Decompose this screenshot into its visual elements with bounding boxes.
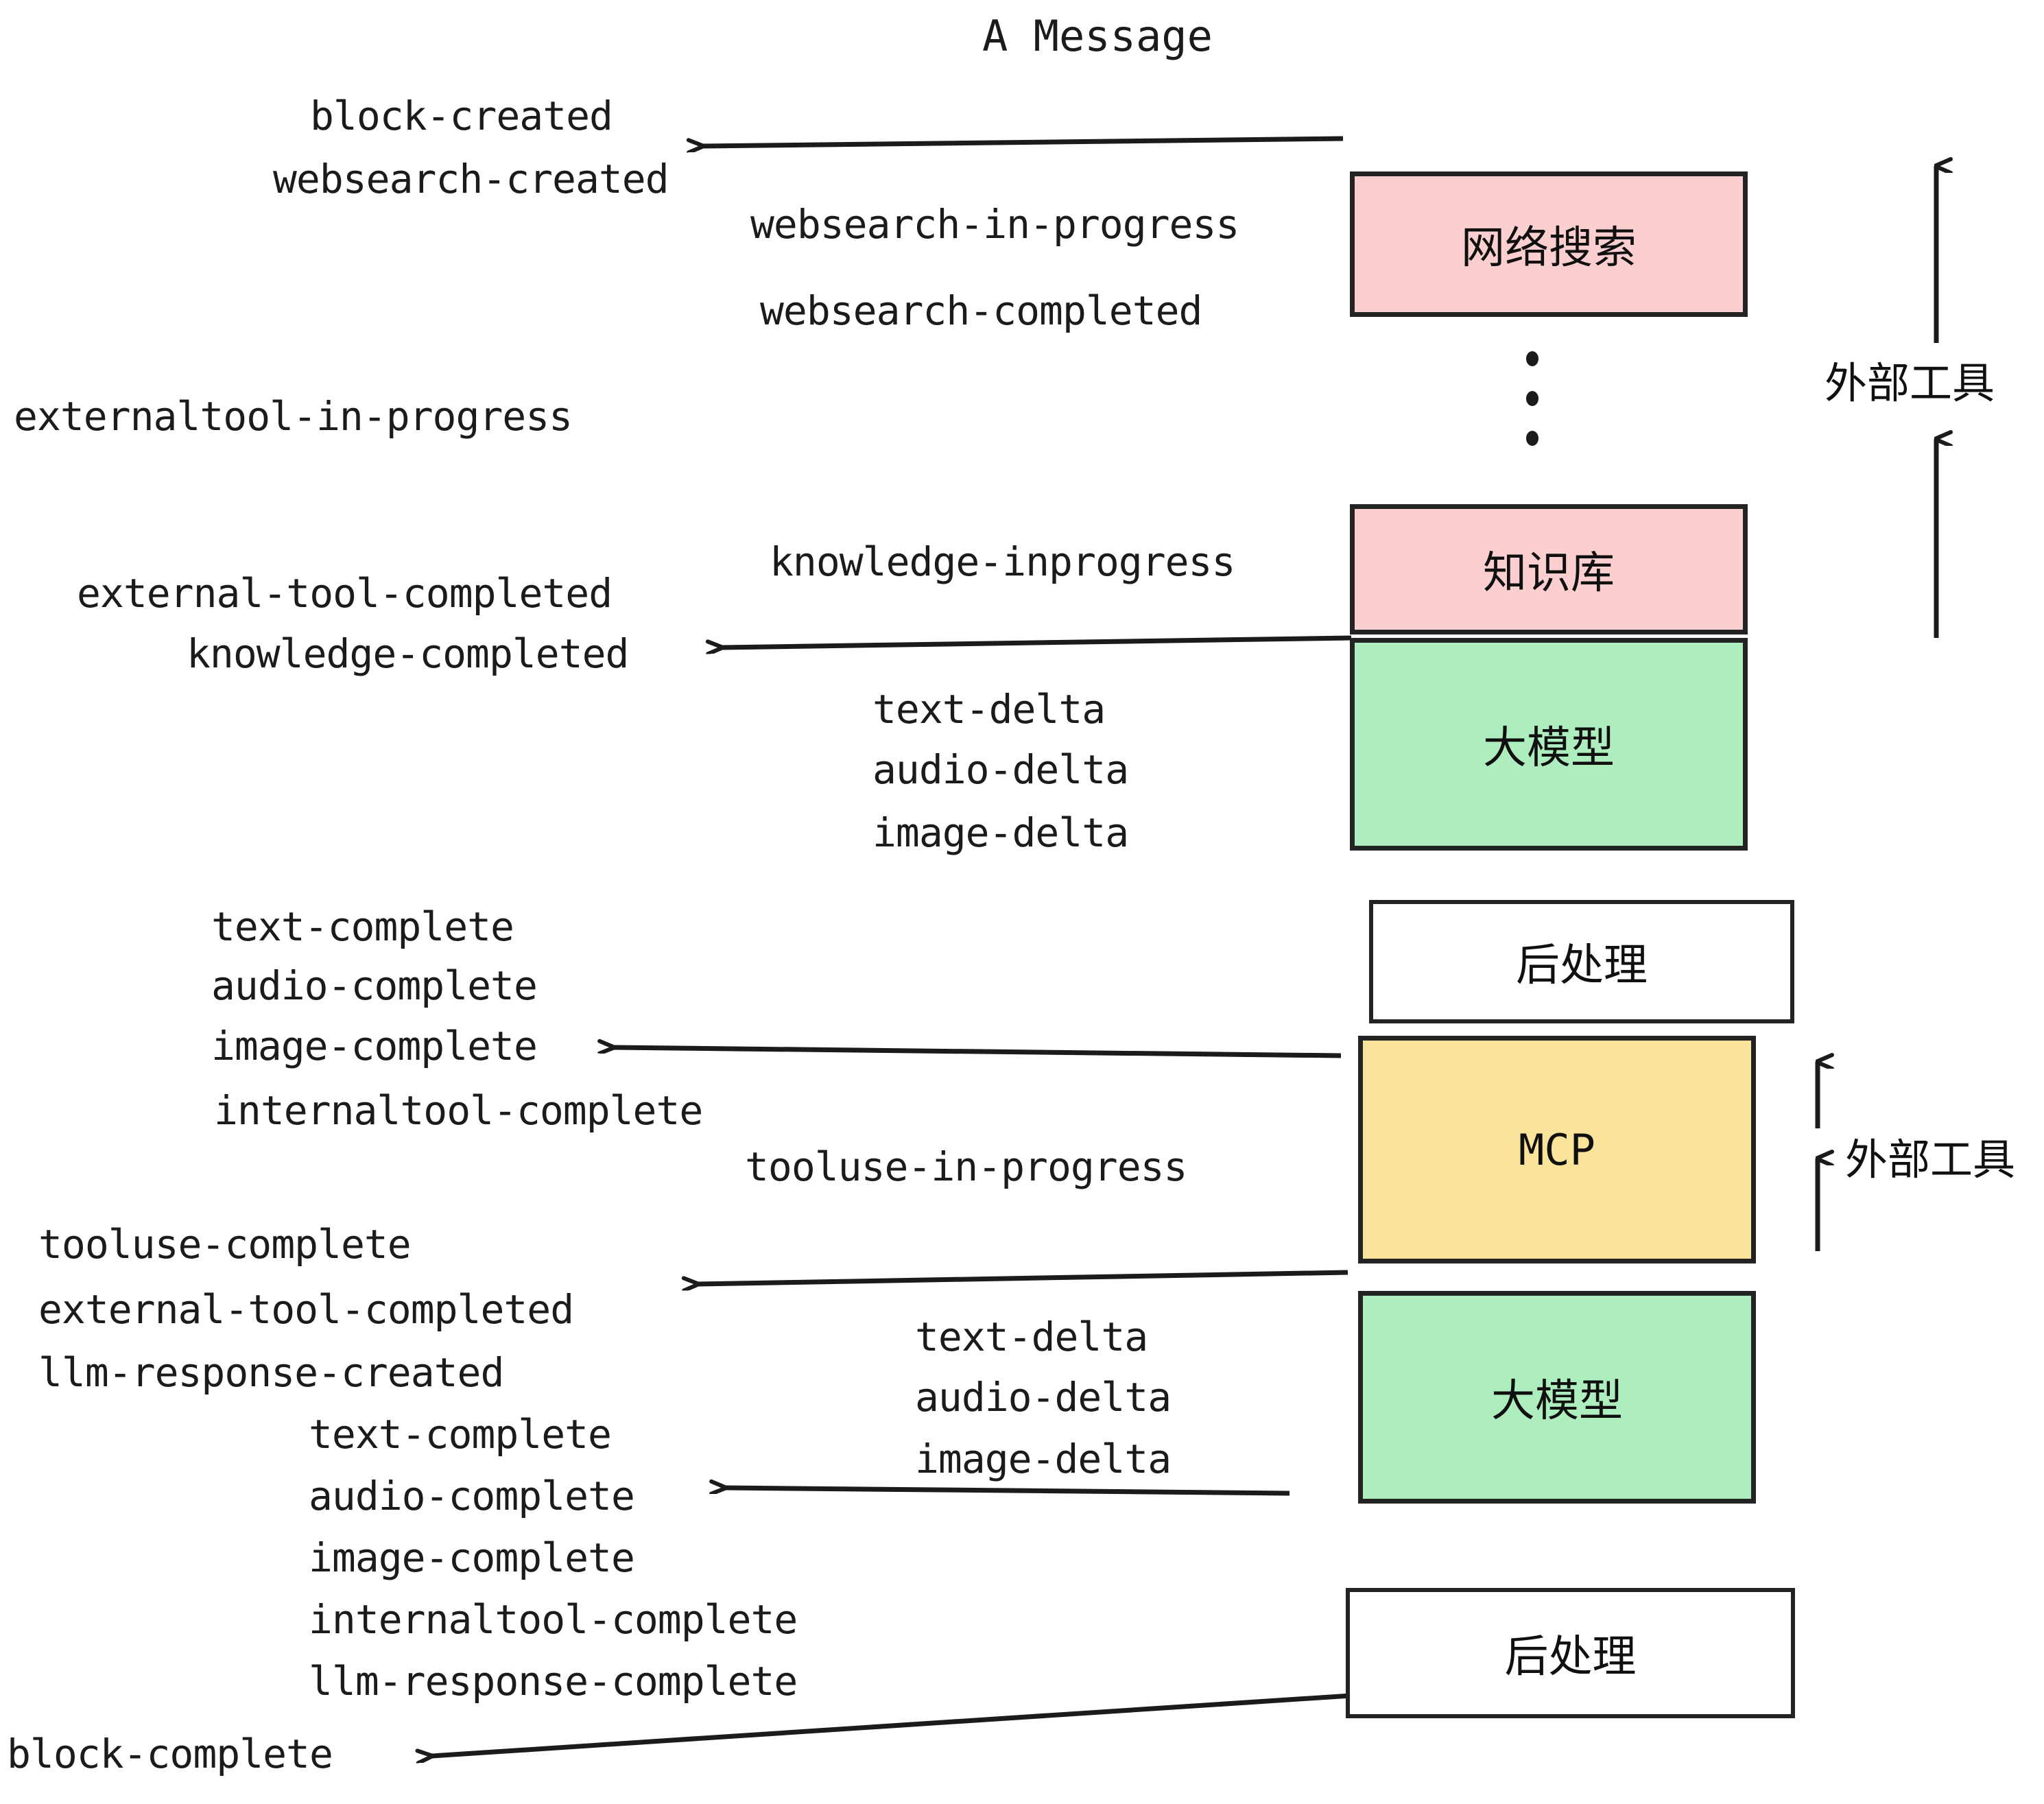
event-internaltool-complete-1: internaltool-complete [214, 1087, 703, 1134]
event-knowledge-completed: knowledge-completed [187, 630, 629, 677]
event-image-delta-2: image-delta [915, 1436, 1172, 1482]
node-mcp-label: MCP [1519, 1124, 1595, 1175]
node-postprocess-2-label: 后处理 [1504, 1632, 1637, 1683]
event-text-complete-1: text-complete [211, 903, 514, 950]
node-llm-bottom[interactable]: 大模型 [1358, 1291, 1756, 1504]
event-image-complete-2: image-complete [309, 1534, 635, 1581]
node-knowledge-label: 知识库 [1483, 548, 1615, 599]
event-block-created: block-created [310, 93, 613, 139]
arrow-audio-complete [726, 1488, 1290, 1496]
node-knowledge[interactable]: 知识库 [1350, 504, 1748, 634]
event-llm-response-created: llm-response-created [38, 1349, 504, 1396]
arrow-image-complete [614, 1047, 1342, 1058]
node-mcp[interactable]: MCP [1358, 1036, 1756, 1263]
event-text-delta-2: text-delta [915, 1314, 1148, 1360]
event-external-tool-completed-2: external-tool-completed [38, 1286, 574, 1333]
arrow-block-complete [432, 1690, 1393, 1756]
event-audio-delta-2: audio-delta [915, 1374, 1172, 1421]
side-label-external-tools-top: 外部工具 [1825, 358, 1995, 408]
diagram-title: A Message [982, 11, 1213, 61]
event-knowledge-inprogress: knowledge-inprogress [770, 538, 1235, 585]
event-websearch-created: websearch-created [273, 156, 669, 202]
arrow-tooluse-complete [698, 1270, 1348, 1284]
node-websearch[interactable]: 网络搜索 [1350, 171, 1748, 317]
side-label-external-tools-bottom: 外部工具 [1845, 1135, 2016, 1185]
event-tooluse-complete: tooluse-complete [38, 1221, 412, 1268]
event-text-complete-2: text-complete [309, 1411, 612, 1458]
event-externaltool-in-progress: externaltool-in-progress [14, 393, 573, 440]
event-image-complete-1: image-complete [211, 1023, 538, 1069]
event-block-complete: block-complete [7, 1731, 333, 1777]
event-tooluse-in-progress: tooluse-in-progress [745, 1143, 1187, 1190]
event-audio-complete-1: audio-complete [211, 962, 538, 1009]
node-postprocess-2[interactable]: 后处理 [1346, 1588, 1795, 1718]
event-internaltool-complete-2: internaltool-complete [309, 1596, 798, 1643]
event-audio-delta-1: audio-delta [872, 746, 1129, 793]
event-websearch-in-progress: websearch-in-progress [750, 201, 1239, 248]
event-llm-response-complete: llm-response-complete [309, 1658, 798, 1705]
arrow-knowledge-completed [722, 635, 1352, 648]
node-llm-top-label: 大模型 [1483, 723, 1615, 774]
event-image-delta-1: image-delta [872, 809, 1129, 856]
node-llm-top[interactable]: 大模型 [1350, 638, 1748, 851]
node-websearch-label: 网络搜索 [1461, 223, 1637, 274]
event-audio-complete-2: audio-complete [309, 1473, 635, 1519]
event-websearch-completed: websearch-completed [760, 287, 1202, 334]
node-llm-bottom-label: 大模型 [1491, 1376, 1623, 1427]
vertical-ellipsis [1526, 339, 1538, 458]
event-text-delta-1: text-delta [872, 686, 1106, 733]
node-postprocess-1[interactable]: 后处理 [1369, 900, 1794, 1023]
arrow-block-created [703, 136, 1344, 146]
event-external-tool-completed-1: external-tool-completed [77, 570, 613, 617]
node-postprocess-1-label: 后处理 [1516, 940, 1648, 991]
